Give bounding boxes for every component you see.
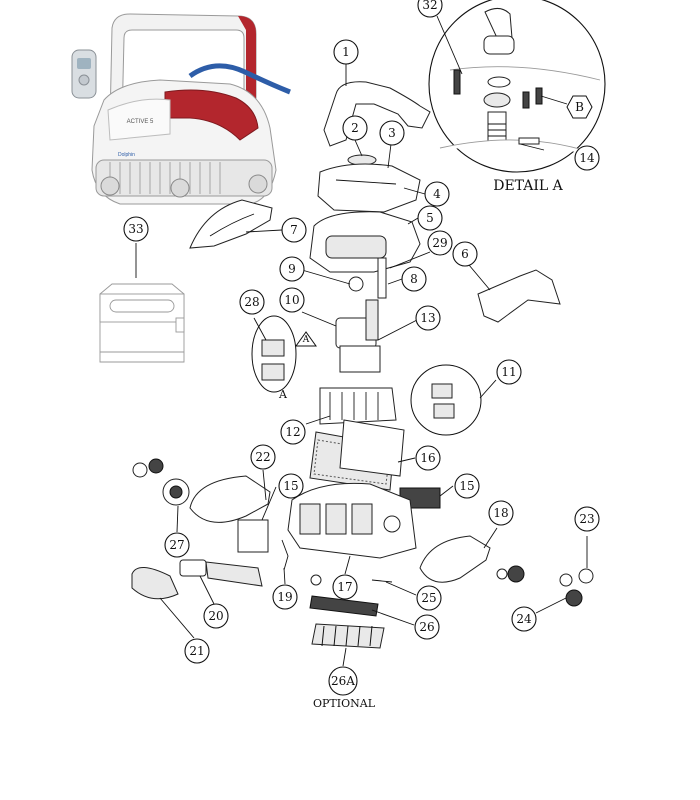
callout-16: 16 <box>415 445 441 471</box>
svg-text:1: 1 <box>342 45 350 59</box>
detail-a-marker: A <box>302 335 310 345</box>
svg-text:6: 6 <box>461 247 469 261</box>
callout-18: 18 <box>488 500 514 526</box>
svg-text:2: 2 <box>351 121 359 135</box>
svg-text:33: 33 <box>128 222 143 236</box>
svg-text:28: 28 <box>244 295 259 309</box>
callout-29: 29 <box>427 230 453 256</box>
callout-17: 17 <box>332 574 358 600</box>
callout-27: 27 <box>164 532 190 558</box>
callout-6: 6 <box>452 241 478 267</box>
callout-24: 24 <box>511 606 537 632</box>
remote-control-image <box>71 49 97 99</box>
callout-1: 1 <box>333 39 359 65</box>
callout-12: 12 <box>280 419 306 445</box>
callout-4: 4 <box>424 181 450 207</box>
svg-text:17: 17 <box>337 580 352 594</box>
callout-7: 7 <box>281 217 307 243</box>
svg-text:27: 27 <box>169 538 184 552</box>
detail-a-view: B DETAIL A <box>428 0 606 194</box>
model-label: ACTIVE 5 <box>127 119 154 125</box>
callout-11: 11 <box>496 359 522 385</box>
svg-text:26A: 26A <box>331 674 355 688</box>
svg-text:29: 29 <box>432 236 447 250</box>
svg-text:13: 13 <box>420 311 435 325</box>
callout-26: 26 <box>414 614 440 640</box>
exploded-parts: A A <box>131 81 594 649</box>
svg-text:18: 18 <box>493 506 508 520</box>
brand-mark: Dolphin <box>118 152 135 158</box>
svg-text:25: 25 <box>421 591 436 605</box>
svg-text:5: 5 <box>426 211 434 225</box>
svg-text:7: 7 <box>290 223 298 237</box>
callout-5: 5 <box>417 205 443 231</box>
svg-text:32: 32 <box>422 0 437 12</box>
svg-text:15: 15 <box>283 479 298 493</box>
svg-text:10: 10 <box>284 293 299 307</box>
callout-23: 23 <box>574 506 600 532</box>
leader-lines <box>135 15 588 667</box>
callout-28: 28 <box>239 289 265 315</box>
detail-ref-letter: B <box>575 100 584 114</box>
svg-text:15: 15 <box>459 479 474 493</box>
svg-text:9: 9 <box>288 262 296 276</box>
callout-19: 19 <box>272 584 298 610</box>
callout-2: 2 <box>342 115 368 141</box>
svg-text:11: 11 <box>501 365 516 379</box>
callout-3: 3 <box>379 120 405 146</box>
callout-9: 9 <box>279 256 305 282</box>
svg-text:8: 8 <box>410 272 418 286</box>
svg-text:23: 23 <box>579 512 594 526</box>
callout-22: 22 <box>250 444 276 470</box>
callout-32: 32 <box>417 0 443 18</box>
robot-cleaner-photo: ACTIVE 5 Dolphin <box>71 13 291 205</box>
callout-15-left: 15 <box>278 473 304 499</box>
svg-text:4: 4 <box>433 187 441 201</box>
callout-14: 14 <box>574 145 600 171</box>
callout-10: 10 <box>279 287 305 313</box>
callout-13: 13 <box>415 305 441 331</box>
svg-text:12: 12 <box>285 425 300 439</box>
svg-text:3: 3 <box>388 126 396 140</box>
svg-text:22: 22 <box>255 450 270 464</box>
callout-26a: 26A <box>328 666 358 696</box>
part-33-cable-box <box>99 283 185 363</box>
callout-21: 21 <box>184 638 210 664</box>
svg-text:21: 21 <box>189 644 204 658</box>
callout-25: 25 <box>416 585 442 611</box>
callout-20: 20 <box>203 603 229 629</box>
svg-text:26: 26 <box>419 620 434 634</box>
optional-note: OPTIONAL <box>313 697 376 710</box>
callout-33: 33 <box>123 216 149 242</box>
detail-a-title: DETAIL A <box>493 178 563 194</box>
callout-15-right: 15 <box>454 473 480 499</box>
detail-a-marker-2: A <box>278 388 288 401</box>
svg-text:24: 24 <box>516 612 532 626</box>
svg-text:20: 20 <box>208 609 223 623</box>
svg-text:14: 14 <box>579 151 595 165</box>
callout-8: 8 <box>401 266 427 292</box>
svg-text:16: 16 <box>420 451 435 465</box>
svg-text:19: 19 <box>277 590 292 604</box>
